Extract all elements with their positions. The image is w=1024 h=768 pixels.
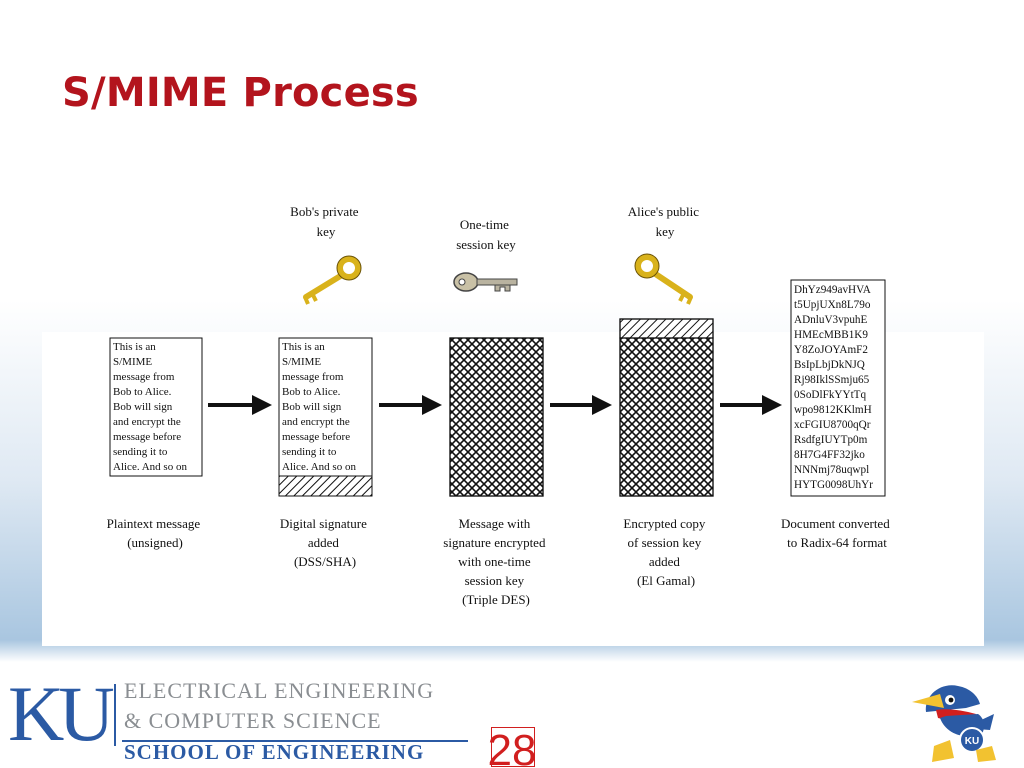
key-label-alice-public: Alice's public key — [628, 204, 703, 239]
document-line: Rj98IklSSmju65 — [794, 374, 870, 386]
document-line: message from — [282, 371, 344, 383]
caption-session-key: Encrypted copy of session key added (El … — [623, 516, 708, 588]
caption-plaintext: Plaintext message (unsigned) — [107, 516, 204, 550]
caption-line: to Radix-64 format — [787, 535, 887, 550]
document-line: BsIpLbjDkNJQ — [794, 359, 865, 371]
encrypted-document — [449, 337, 544, 497]
page-number-frame — [491, 727, 535, 767]
caption-line: of session key — [628, 535, 702, 550]
footer-band — [0, 662, 1024, 768]
ku-logo: KU — [8, 670, 115, 757]
caption-encrypted: Message with signature encrypted with on… — [443, 516, 548, 607]
document-line: Alice. And so on — [282, 461, 356, 473]
key-label-line: session key — [456, 237, 516, 252]
key-label-line: key — [656, 224, 675, 239]
key-label-line: Bob's private — [290, 204, 359, 219]
document-line: 8H7G4FF32jko — [794, 449, 865, 461]
caption-line: session key — [465, 573, 525, 588]
arrow-right-icon — [208, 395, 272, 415]
document-line: Bob to Alice. — [113, 386, 172, 398]
document-line: NNNmj78uqwpl — [794, 464, 869, 476]
document-line: HYTG0098UhYr — [794, 479, 873, 491]
document-line: DhYz949avHVA — [794, 284, 871, 296]
caption-line: added — [649, 554, 681, 569]
document-line: wpo9812KKlmH — [794, 404, 872, 416]
document-line: ADnluV3vpuhE — [794, 314, 868, 326]
document-line: Bob will sign — [282, 401, 342, 413]
caption-line: (DSS/SHA) — [294, 554, 356, 569]
document-line: xcFGIU8700qQr — [794, 419, 871, 431]
arrow-right-icon — [550, 395, 612, 415]
document-line: t5UpjUXn8L79o — [794, 299, 871, 311]
document-line: message before — [282, 431, 350, 443]
caption-line: Document converted — [781, 516, 890, 531]
caption-line: (El Gamal) — [637, 573, 695, 588]
page-number: 28 — [487, 726, 537, 768]
document-line: message before — [113, 431, 181, 443]
document-line: RsdfgIUYTp0m — [794, 434, 868, 446]
key-label-line: One-time — [460, 217, 509, 232]
plaintext-document: This is an S/MIME message from Bob to Al… — [109, 337, 203, 477]
document-line: Y8ZoJOYAmF2 — [794, 344, 868, 356]
document-line: sending it to — [282, 446, 337, 458]
department-name-line2: & COMPUTER SCIENCE — [124, 708, 382, 733]
caption-signature: Digital signature added (DSS/SHA) — [280, 516, 370, 569]
document-line: S/MIME — [282, 356, 321, 368]
footer-rule — [122, 740, 468, 742]
key-label-line: key — [317, 224, 336, 239]
caption-line: Message with — [458, 516, 530, 531]
key-label-line: Alice's public — [628, 204, 700, 219]
key-label-bob-private: Bob's private key — [290, 204, 362, 239]
logo-divider — [114, 684, 116, 746]
svg-text:DhYz949avHVA t5UpjUXn8L7: DhYz949avHVA t5UpjUXn8L79o ADnluV3vpuhE … — [794, 284, 875, 491]
caption-line: Plaintext message — [107, 516, 201, 531]
mascot-badge-text: KU — [965, 736, 979, 747]
svg-text:This is an S/MIME: This is an S/MIME message from Bob to Al… — [113, 341, 187, 473]
caption-line: Encrypted copy — [623, 516, 705, 531]
svg-text:This is an S/MIME: This is an S/MIME message from Bob to Al… — [282, 341, 356, 473]
bob-private-key-icon — [303, 255, 362, 305]
slide-title: S/MIME Process — [62, 70, 419, 116]
document-line: Bob will sign — [113, 401, 173, 413]
arrow-right-icon — [379, 395, 442, 415]
document-line: This is an — [113, 341, 156, 353]
document-line: Alice. And so on — [113, 461, 187, 473]
document-line: HMEcMBB1K9 — [794, 329, 868, 341]
document-line: S/MIME — [113, 356, 152, 368]
document-line: This is an — [282, 341, 325, 353]
document-line: sending it to — [113, 446, 168, 458]
caption-line: with one-time — [458, 554, 531, 569]
department-name-line1: ELECTRICAL ENGINEERING — [124, 678, 435, 703]
encrypted-with-key-document — [619, 318, 714, 497]
document-line: and encrypt the — [113, 416, 181, 428]
document-line: Bob to Alice. — [282, 386, 341, 398]
caption-line: (unsigned) — [127, 535, 183, 550]
document-line: 0SoDlFkYYtTq — [794, 389, 867, 401]
session-key-icon — [453, 272, 518, 292]
document-line: and encrypt the — [282, 416, 350, 428]
caption-line: (Triple DES) — [462, 592, 530, 607]
school-name: SCHOOL OF ENGINEERING — [124, 740, 425, 764]
alice-public-key-icon — [634, 253, 693, 305]
smime-process-diagram: Bob's private key One-time session key A… — [107, 204, 893, 607]
radix64-document: DhYz949avHVA t5UpjUXn8L79o ADnluV3vpuhE … — [790, 279, 886, 497]
caption-line: Digital signature — [280, 516, 367, 531]
signature-block — [278, 475, 373, 497]
jayhawk-mascot-icon: KU — [912, 685, 996, 762]
arrow-right-icon — [720, 395, 782, 415]
key-label-session: One-time session key — [456, 217, 516, 252]
caption-line: signature encrypted — [443, 535, 546, 550]
document-line: message from — [113, 371, 175, 383]
signed-document: This is an S/MIME message from Bob to Al… — [278, 337, 373, 497]
caption-radix64: Document converted to Radix-64 format — [781, 516, 893, 550]
encrypted-session-key-block — [619, 318, 714, 339]
caption-line: added — [308, 535, 340, 550]
